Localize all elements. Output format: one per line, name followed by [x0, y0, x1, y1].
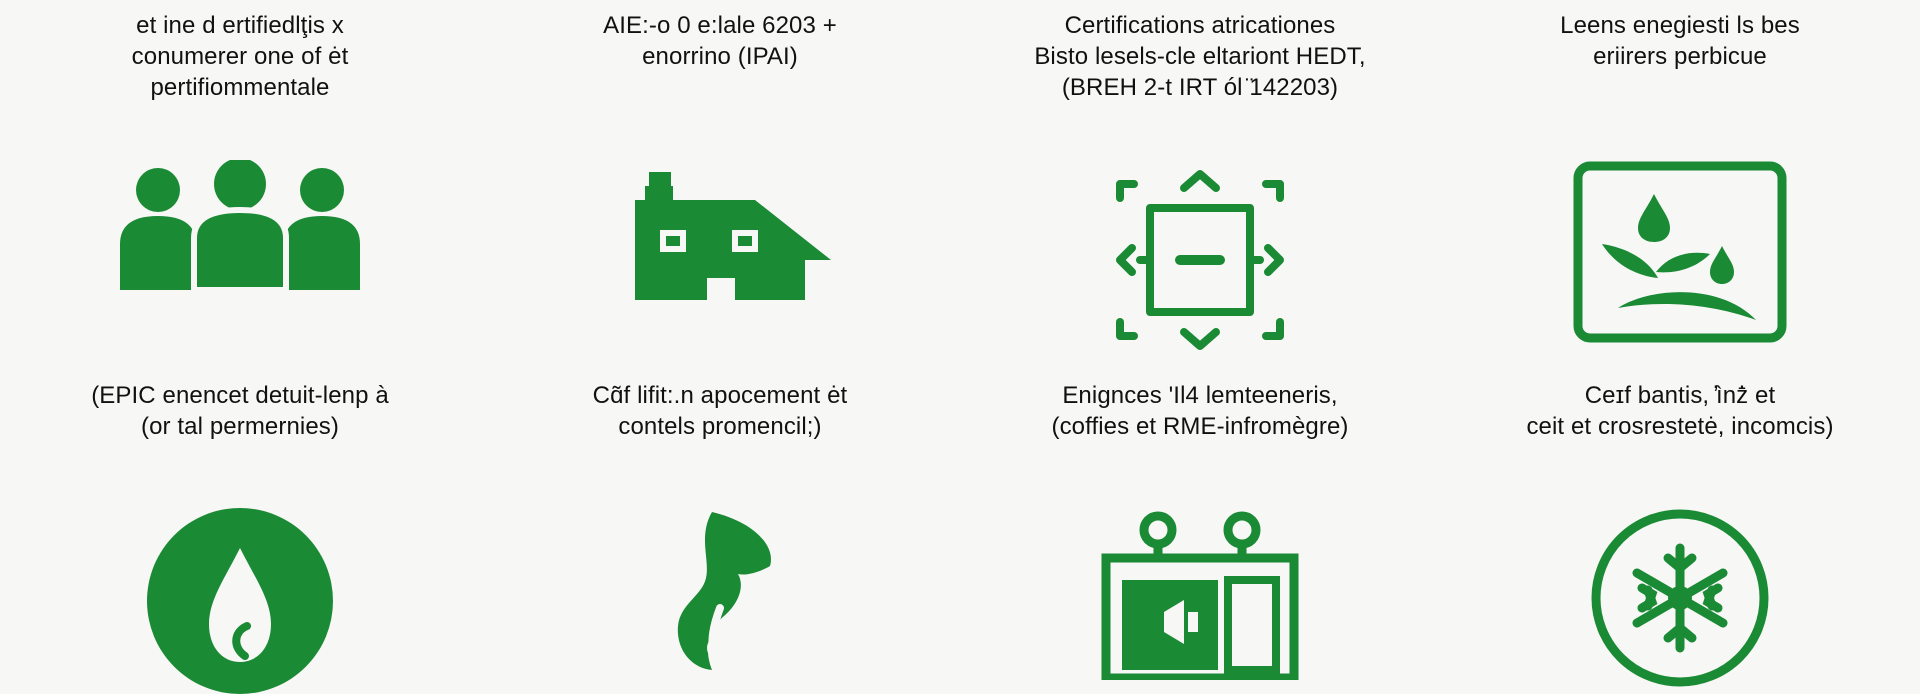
leaf-sprout-icon: [650, 508, 790, 680]
middle-caption: Enignces 'Il4 lemteeneris, (coffies et R…: [1051, 382, 1349, 440]
top-caption: AIE:-o 0 e:lale 6203 + enorrino (IPAI): [603, 12, 837, 70]
middle-caption: (EPIC enencet detuit-lenp à (or tal perm…: [91, 382, 389, 440]
column-3: Certifications atricationes Bisto lesels…: [960, 0, 1440, 680]
top-caption: Certifications atricationes Bisto lesels…: [1034, 12, 1366, 101]
middle-caption: Ceɪf bantis, ̓ìnż̄ et ceit et crosrestet…: [1526, 382, 1834, 440]
people-group-icon: [110, 160, 370, 290]
snowflake-circle-icon: [1590, 508, 1770, 688]
column-2: AIE:-o 0 e:lale 6203 + enorrino (IPAI) C…: [480, 0, 960, 680]
top-caption: et ine d ertifiedlţis x conumerer one of…: [131, 12, 349, 101]
expand-arrows-frame-icon: [1100, 160, 1300, 360]
column-1: et ine d ertifiedlţis x conumerer one of…: [0, 0, 480, 694]
drops-landscape-icon: [1572, 160, 1788, 344]
middle-caption: Cɑ̃f lifit:.n apocement ėt contels prome…: [592, 382, 848, 440]
water-drop-leaf-icon: [147, 508, 333, 694]
top-caption: Leens enegiesti ls bes eriirers perbicue: [1560, 12, 1800, 70]
battery-panel-icon: [1100, 508, 1300, 680]
column-4: Leens enegiesti ls bes eriirers perbicue…: [1440, 0, 1920, 687]
house-icon: [605, 160, 835, 300]
